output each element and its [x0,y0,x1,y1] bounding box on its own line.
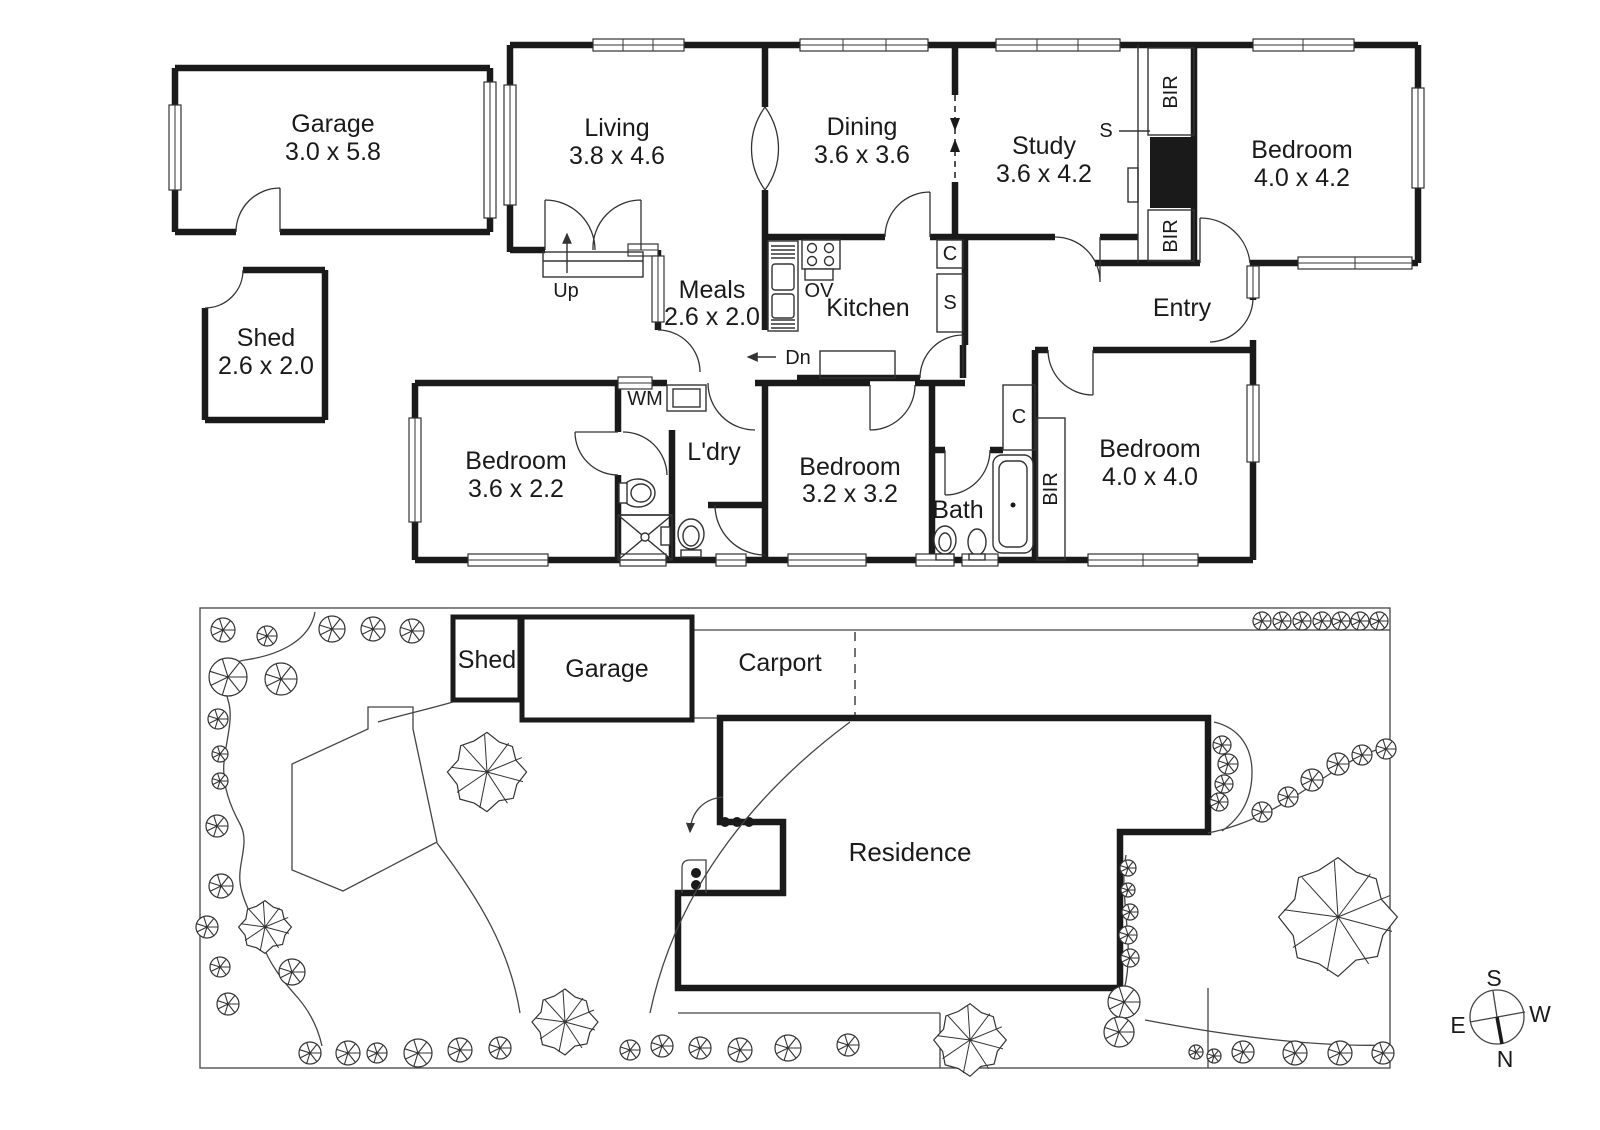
house-walls [411,41,1422,564]
shower-icon [617,514,673,561]
cupboard-c-label: C [943,243,957,265]
shed-dims: 2.6 x 2.0 [218,352,314,380]
kitchen-fixtures: OV C S [767,239,964,379]
bedroom-se-dims: 4.0 x 4.0 [1102,463,1198,491]
site-garage [519,614,695,723]
bir-bath-label: BIR [1040,472,1062,505]
compass-e: E [1450,1012,1465,1038]
trees [195,611,1399,1077]
room-labels: Living 3.8 x 4.6 Dining 3.6 x 3.6 Study … [465,113,1352,524]
room-garage: Garage 3.0 x 5.8 [168,64,497,236]
dashed-wall-indicator [950,95,960,182]
study-label: Study [1012,132,1076,160]
meals-label: Meals [679,276,746,304]
basin-icon [967,528,987,561]
compass: S N E W [1450,965,1551,1072]
bedroom-se-label: Bedroom [1099,435,1200,463]
room-shed: Shed 2.6 x 2.0 [201,266,329,424]
windows [408,38,1425,567]
meals-dims: 2.6 x 2.0 [664,303,760,331]
bir-mid-label: BIR [1160,219,1182,252]
dining-label: Dining [827,113,898,141]
study-dims: 3.6 x 4.2 [996,160,1092,188]
site-garage-label: Garage [565,655,648,683]
bath-label: Bath [932,496,983,524]
oven-label: OV [805,280,835,302]
bedroom-s-label: Bedroom [799,453,900,481]
shed-label: Shed [237,324,295,352]
bath-fixtures: C BIR [933,384,1066,561]
entry-label: Entry [1153,294,1212,322]
bedroom-ne-dims: 4.0 x 4.2 [1254,164,1350,192]
cupboard-s-label: S [943,292,956,314]
toilet2-icon [677,518,705,558]
fire-s-label: S [1099,120,1112,142]
living-dims: 3.8 x 4.6 [569,142,665,170]
site-carport-label: Carport [738,649,821,677]
bath-toilet-icon [933,525,957,561]
site-residence-label: Residence [849,837,972,867]
garage-label: Garage [291,110,374,138]
site-boundary [199,607,1391,1069]
site-residence-outline [674,714,1212,992]
kitchen-label: Kitchen [826,294,909,322]
bedroom-ne-label: Bedroom [1251,136,1352,164]
fireplace [1150,137,1194,208]
compass-s: S [1486,965,1501,991]
bench [819,350,896,379]
living-label: Living [584,114,649,142]
doors [544,191,1254,556]
stairs-up: Up [542,232,644,302]
stove-icon [801,239,841,281]
bedroom-sw-dims: 3.6 x 2.2 [468,475,564,503]
dn-label: Dn [785,347,811,369]
site-shed-label: Shed [458,646,516,674]
compass-n: N [1497,1046,1514,1072]
toilet-icon [618,478,656,508]
laundry-fixtures: WM [617,384,707,561]
arch-opening [750,106,780,191]
bir-top-label: BIR [1160,75,1182,108]
bedroom-s-dims: 3.2 x 3.2 [802,480,898,508]
up-label: Up [553,280,579,302]
site-plan: Shed Garage Carport Residence S N E W [195,607,1551,1077]
stairs-dn: Dn [746,347,811,369]
dining-dims: 3.6 x 3.6 [814,141,910,169]
robes-fireplace: BIR BIR S [1099,47,1195,262]
laundry-label: L'dry [687,438,741,466]
wm-label: WM [627,388,663,410]
garage-dims: 3.0 x 5.8 [285,138,381,166]
compass-w: W [1529,1001,1551,1027]
hall-c-label: C [1012,406,1026,428]
bathtub-icon [992,454,1034,554]
bedroom-sw-label: Bedroom [465,447,566,475]
